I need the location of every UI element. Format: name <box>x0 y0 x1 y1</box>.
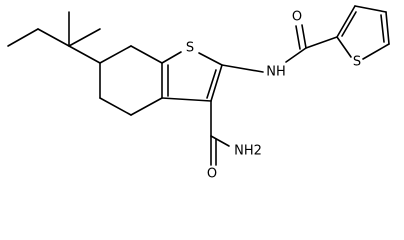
thiophene-fused-ring <box>161 51 223 102</box>
thiophene-ring <box>336 5 390 60</box>
bond <box>210 64 223 102</box>
bond <box>210 135 230 147</box>
carboxamide-oxygen-label: O <box>207 167 217 182</box>
bond <box>99 97 132 116</box>
bond <box>385 11 390 45</box>
bond <box>68 45 101 64</box>
bond <box>380 14 385 43</box>
tert-pentyl-group <box>7 11 101 64</box>
bond <box>285 47 307 63</box>
bond <box>362 43 390 60</box>
bond <box>68 28 101 47</box>
bond <box>341 11 357 37</box>
bond <box>130 45 163 64</box>
bond <box>336 5 356 38</box>
bond <box>161 51 182 64</box>
carboxamide-group <box>210 100 230 166</box>
bond <box>7 28 39 47</box>
amide-oxygen-label: O <box>292 10 302 25</box>
atom-labels: S S NH O O NH2 <box>186 10 361 182</box>
thiophene-amide-group <box>221 24 338 73</box>
carboxamide-nitrogen-label: NH2 <box>234 144 262 159</box>
chemical-structure: S S NH O O NH2 <box>7 5 390 182</box>
cyclohexene-ring <box>99 45 163 116</box>
ring-sulfur-label: S <box>186 41 194 56</box>
thiophene-sulfur-label: S <box>353 55 361 70</box>
amide-nitrogen-label: NH <box>266 65 286 80</box>
bond <box>305 36 338 49</box>
bond <box>161 97 212 102</box>
bond <box>354 5 387 13</box>
bond <box>336 36 352 58</box>
bond <box>206 69 217 99</box>
bond <box>130 97 163 116</box>
bond <box>37 28 70 47</box>
bond <box>295 25 301 50</box>
bond <box>221 64 264 73</box>
bond <box>198 52 223 66</box>
bond <box>301 24 307 49</box>
bond <box>99 45 132 64</box>
